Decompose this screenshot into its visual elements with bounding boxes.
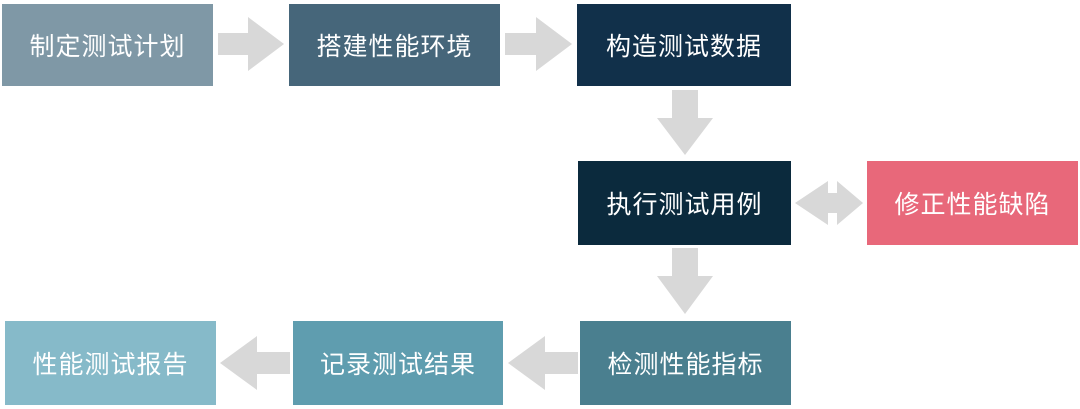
arrow-exec-to-check (657, 248, 713, 314)
step-fix-label: 修正性能缺陷 (894, 190, 1051, 219)
step-plan: 制定测试计划 (2, 4, 213, 86)
step-exec-label: 执行测试用例 (606, 190, 763, 219)
step-plan-label: 制定测试计划 (29, 32, 186, 61)
step-exec: 执行测试用例 (578, 161, 791, 245)
arrow-plan-to-env (218, 17, 284, 71)
step-report: 性能测试报告 (5, 321, 216, 405)
step-data-label: 构造测试数据 (605, 32, 762, 61)
arrow-env-to-data (505, 17, 572, 71)
step-record: 记录测试结果 (293, 321, 503, 405)
arrow-check-to-record (508, 336, 578, 390)
arrow-exec-fix-double (795, 181, 863, 225)
step-env: 搭建性能环境 (289, 4, 500, 86)
step-data: 构造测试数据 (577, 4, 791, 86)
arrow-data-to-exec (657, 90, 713, 155)
step-check-label: 检测性能指标 (607, 350, 764, 379)
step-env-label: 搭建性能环境 (316, 32, 473, 61)
step-check: 检测性能指标 (580, 321, 791, 405)
step-report-label: 性能测试报告 (32, 350, 189, 379)
step-fix: 修正性能缺陷 (867, 161, 1078, 245)
step-record-label: 记录测试结果 (319, 350, 476, 379)
arrow-record-to-report (220, 336, 290, 390)
